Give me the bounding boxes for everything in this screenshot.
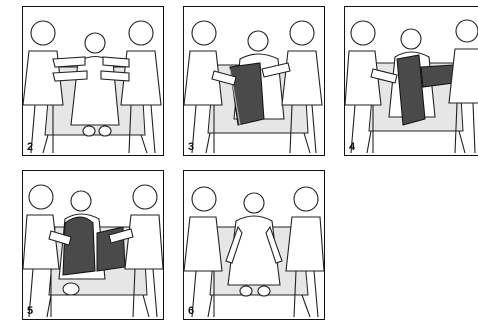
caregiver-right-body <box>449 49 478 103</box>
caregiver-left-head <box>192 187 216 211</box>
illustration-panel-step-5: 5 <box>22 170 164 320</box>
transfer-scene-step-3 <box>184 7 324 155</box>
caregiver-right-body <box>282 51 322 105</box>
caregiver-left-body <box>23 215 59 269</box>
caregiver-right-head <box>290 21 314 45</box>
step-number: 5 <box>27 305 33 317</box>
patient-head <box>244 193 264 213</box>
step-number: 3 <box>188 141 194 153</box>
illustration-panel-step-4: 4 <box>344 6 478 156</box>
transfer-scene-step-6 <box>184 171 324 319</box>
caregiver-right-head <box>456 20 478 42</box>
caregiver-right-body <box>286 217 324 271</box>
patient-head <box>71 191 91 211</box>
caregiver-right-head <box>129 21 153 45</box>
transfer-scene-step-4 <box>345 7 478 155</box>
slide-sheet <box>63 217 95 275</box>
caregiver-right-head <box>294 187 318 211</box>
caregiver-left-head <box>29 185 53 209</box>
caregiver-right-head <box>133 185 157 209</box>
patient-head <box>85 33 105 53</box>
caregiver-right-body <box>125 215 163 269</box>
caregiver-left-head <box>351 21 375 45</box>
caregiver-left-head <box>192 21 216 45</box>
illustration-panel-step-6: 6 <box>183 170 325 320</box>
patient-head <box>248 31 268 51</box>
step-number: 4 <box>349 141 355 153</box>
patient-head <box>401 29 421 49</box>
illustration-panel-step-2: 2 <box>22 6 164 156</box>
transfer-scene-step-2 <box>23 7 163 155</box>
step-number: 2 <box>27 141 33 153</box>
step-number: 6 <box>188 305 194 317</box>
caregiver-left-head <box>31 21 55 45</box>
caregiver-left-body <box>184 217 222 271</box>
patient-body <box>71 57 119 126</box>
illustration-panel-step-3: 3 <box>183 6 325 156</box>
transfer-scene-step-5 <box>23 171 163 319</box>
